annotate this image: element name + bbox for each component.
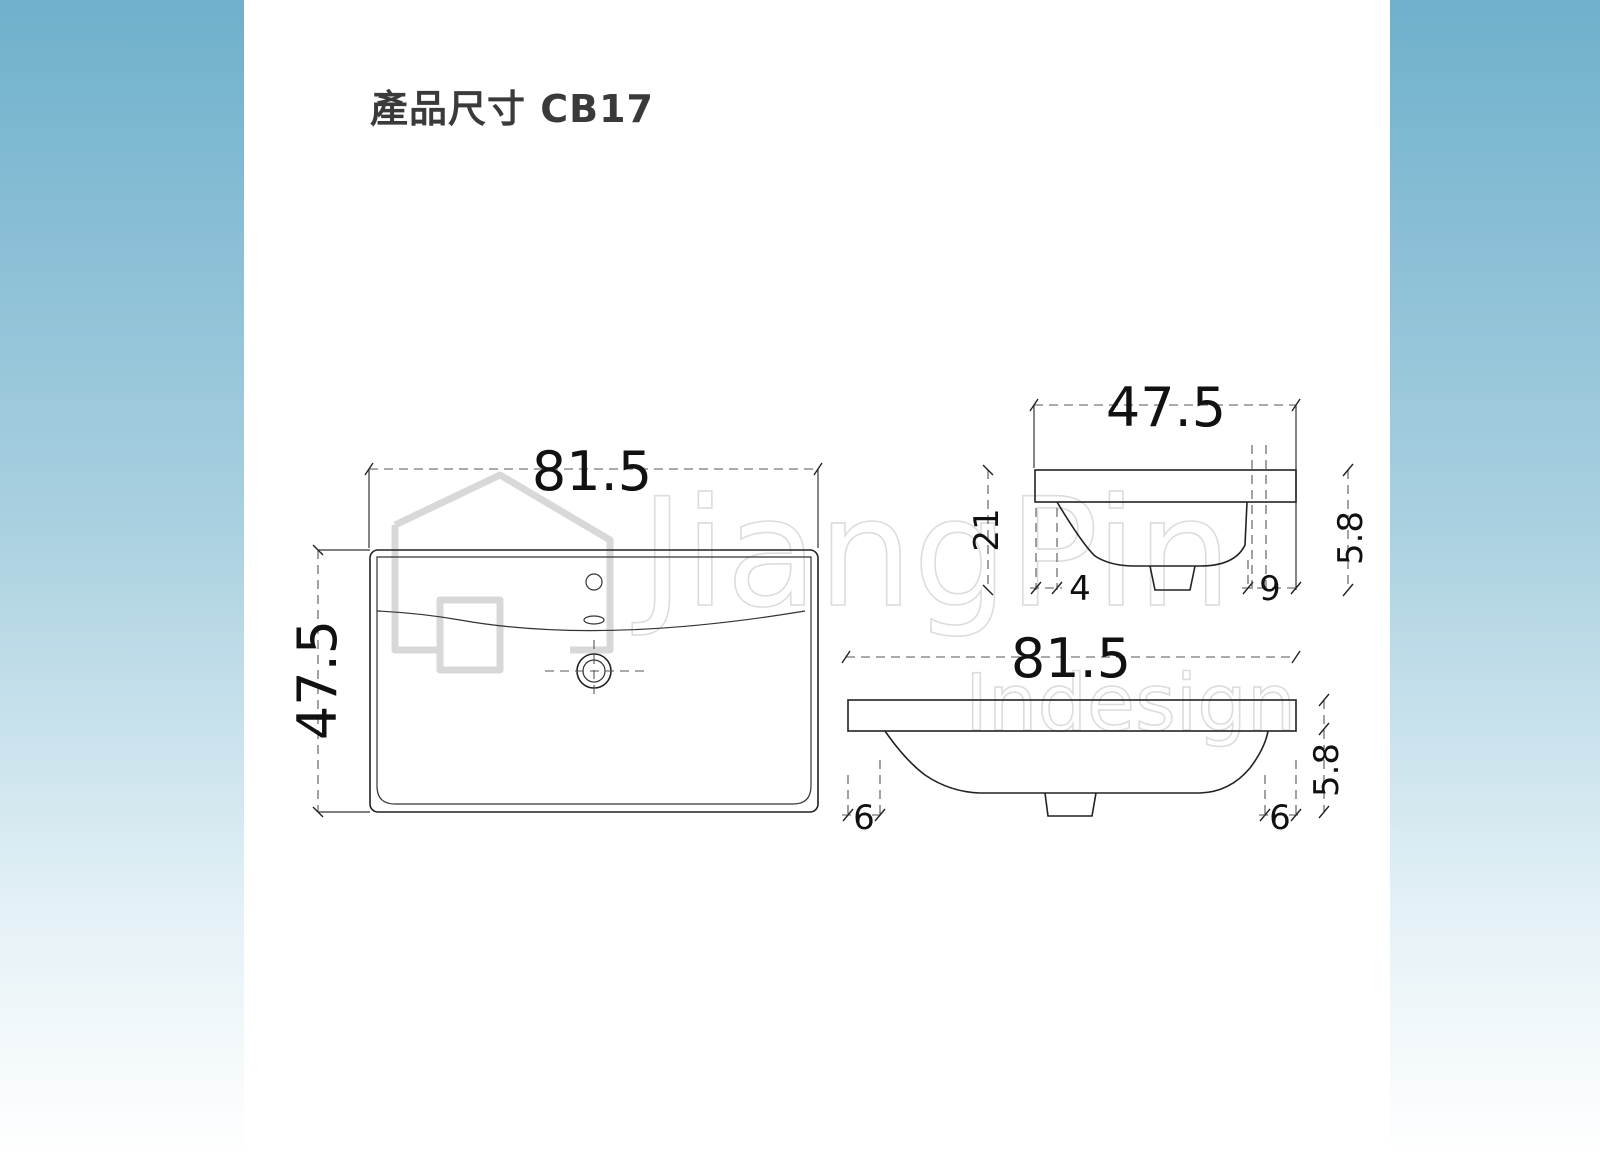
top-depth-label: 47.5 (286, 620, 349, 740)
overflow-slot (583, 615, 605, 625)
content-panel (244, 0, 1390, 1158)
front-right-offset-label: 6 (1269, 798, 1291, 838)
side-back-offset-label: 4 (1069, 569, 1091, 609)
side-bowl (1056, 501, 1248, 567)
front-rim-label: 5.8 (1307, 743, 1347, 797)
front-rim (847, 699, 1297, 732)
page-title: 產品尺寸 CB17 (370, 87, 654, 131)
faucet-hole (585, 573, 603, 591)
basin-front-edge (376, 610, 806, 632)
top-width-label: 81.5 (532, 440, 652, 503)
front-bowl (884, 730, 1269, 794)
side-drain-pipe (1149, 565, 1196, 591)
side-front-offset-label: 9 (1259, 569, 1281, 609)
watermark-line2: Indesign (965, 659, 1296, 749)
front-drain-pipe (1044, 792, 1097, 817)
side-rim (1034, 469, 1297, 503)
front-view: 81.5 5.8 6 6 (841, 627, 1347, 838)
front-left-offset-label: 6 (853, 798, 875, 838)
watermark-line1: JiangPin (632, 467, 1232, 641)
side-rim-label: 5.8 (1331, 511, 1371, 565)
house-logo-icon (391, 471, 614, 674)
watermark: JiangPin Indesign (391, 466, 1297, 750)
top-view: 81.5 47.5 (286, 440, 823, 818)
basin-outline (369, 549, 819, 813)
front-width-label: 81.5 (1011, 627, 1131, 690)
side-height-label: 21 (967, 508, 1007, 551)
basin-inner-rim (376, 556, 812, 805)
side-view: 47.5 21 5.8 4 9 (967, 376, 1371, 609)
side-width-label: 47.5 (1106, 376, 1226, 439)
